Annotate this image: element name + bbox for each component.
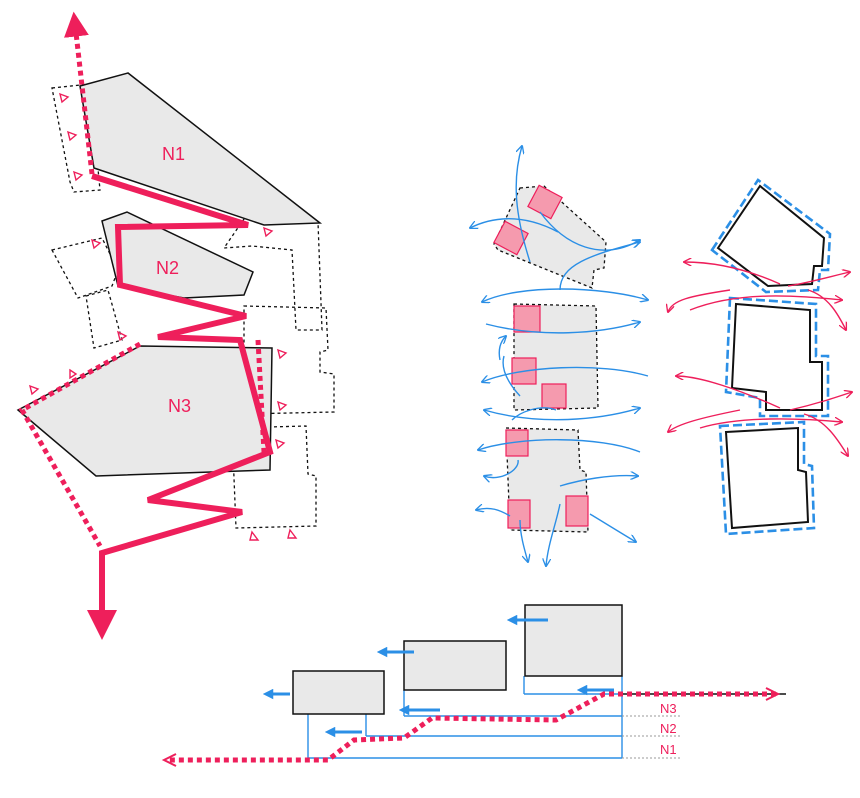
- dotted-circulation-path: [18, 11, 267, 548]
- block-n3: [16, 345, 273, 477]
- level-label-n2: N2: [660, 721, 677, 736]
- label-n1: N1: [162, 144, 185, 164]
- section-diagram: N3 N2 N1: [161, 604, 786, 767]
- level-label-n3: N3: [660, 701, 677, 716]
- block-n1: [79, 72, 323, 226]
- section-volume-2: [403, 640, 507, 691]
- zigzag-circulation-path: [87, 173, 274, 640]
- section-route: [166, 691, 776, 763]
- ventilation-diagram: [470, 146, 648, 566]
- site-plan: N1 N2 N3: [16, 11, 335, 640]
- envelope-diagram: [668, 178, 852, 536]
- section-volume-1: [292, 670, 385, 715]
- label-n3: N3: [168, 396, 191, 416]
- entrance-markers: [28, 92, 298, 541]
- level-label-n1: N1: [660, 742, 677, 757]
- label-n2: N2: [156, 258, 179, 278]
- section-volume-3: [524, 604, 623, 677]
